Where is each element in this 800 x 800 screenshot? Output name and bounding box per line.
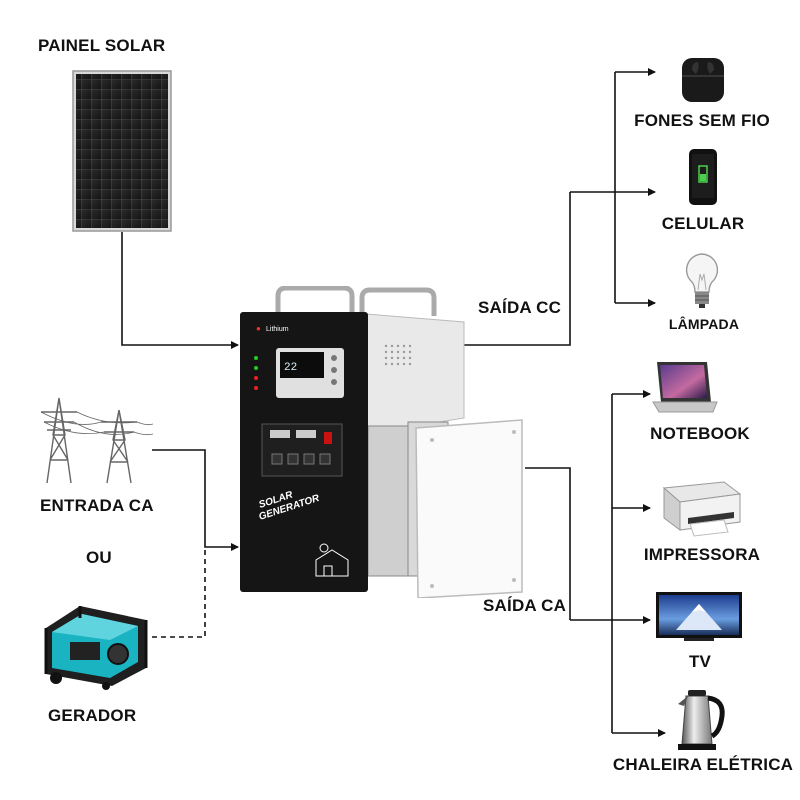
solar-panel-icon [72,70,172,232]
earbuds-icon [682,58,724,102]
device-brand: Lithium [266,326,289,333]
light-bulb-icon [685,253,719,308]
tv-icon [656,592,742,641]
generator-to-device-line [152,547,206,638]
lcd-reading: 22 [284,362,297,374]
ac-device-label-2: TV [688,652,712,671]
transmission-tower-icon [40,397,153,484]
dc-output-label: SAÍDA CC [478,298,562,317]
ac-device-label-0: NOTEBOOK [650,424,750,443]
generator-icon [44,606,148,690]
solar-to-device-line [121,232,239,349]
solar-generator-device: ● Lithium 22 SOLAR GENERATOR [240,286,523,598]
generator-label: GERADOR [48,706,137,725]
ac-output-line [525,467,571,620]
smartphone-icon [689,149,717,205]
dc-device-label-0: FONES SEM FIO [634,111,770,130]
grid-input-label: ENTRADA CA [40,496,154,515]
laptop-icon [652,362,718,413]
dc-device-label-2: LÂMPADA [668,316,740,332]
svg-text:●: ● [256,324,261,333]
ac-output-label: SAÍDA CA [483,596,567,615]
solar-panel-label: PAINEL SOLAR [38,36,166,55]
printer-icon [662,481,742,537]
electric-kettle-icon [678,690,725,750]
dc-device-label-1: CELULAR [661,214,745,233]
grid-to-device-line [152,449,239,551]
or-label: OU [86,548,112,567]
dc-output-line [462,192,571,346]
ac-device-label-3: CHALEIRA ELÉTRICA [612,755,794,774]
ac-device-label-1: IMPRESSORA [643,545,761,564]
